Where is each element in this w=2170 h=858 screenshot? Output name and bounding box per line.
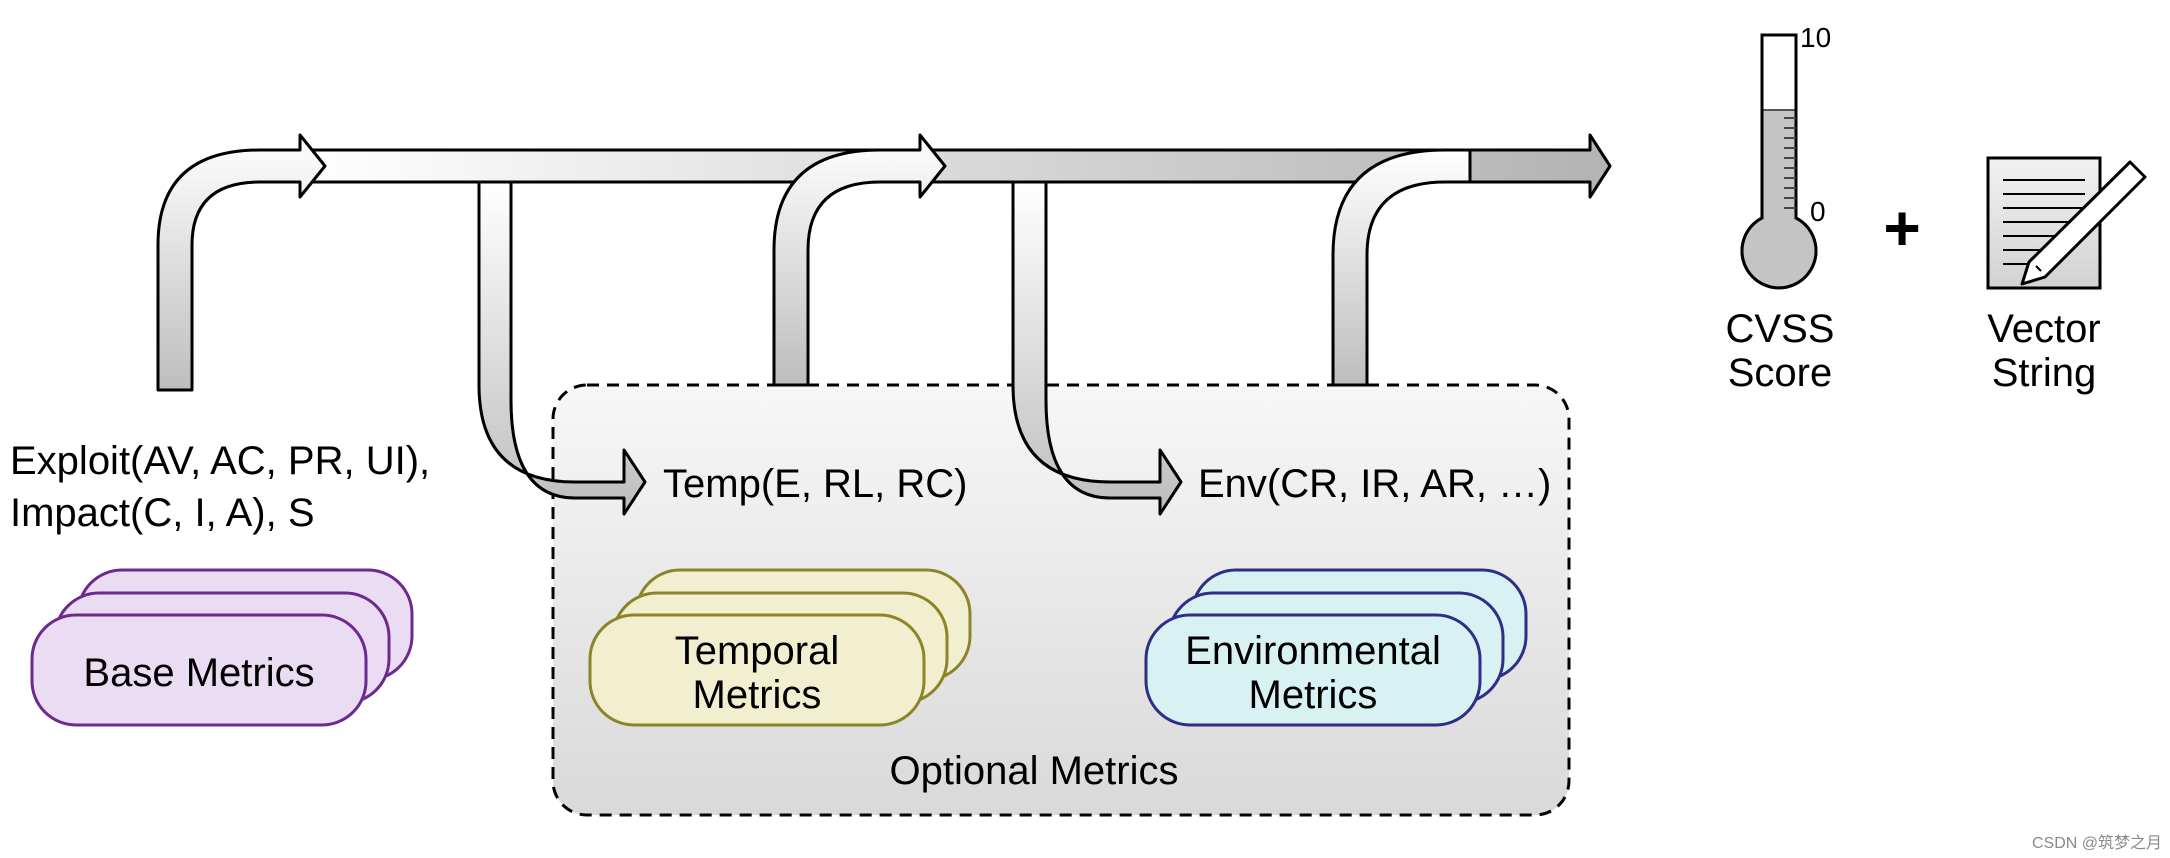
vector-string-label-line2: String [1992,351,2097,395]
temporal-metrics-stack: Temporal Metrics [588,568,972,727]
temporal-card-front [588,613,926,727]
base-metrics-stack: Base Metrics [30,568,414,727]
base-formula-line2: Impact(C, I, A), S [10,491,315,535]
base-card-front [30,613,368,727]
document-pen-icon [1986,156,2147,290]
main-pipeline-arrow [298,133,1612,199]
temporal-inlet-pipe [772,133,947,387]
cvss-score-label-line2: Score [1728,351,1833,395]
temporal-metrics-label-line2: Metrics [693,673,822,717]
base-formula-line1: Exploit(AV, AC, PR, UI), [10,439,430,483]
environmental-outlet-pipe [1011,180,1183,516]
thermometer-icon: 10 0 [1740,22,1831,290]
thermometer-min-label: 0 [1810,196,1826,227]
environmental-metrics-label-line2: Metrics [1249,673,1378,717]
watermark: CSDN @筑梦之月 [2032,834,2162,852]
environmental-inlet-pipe [1331,148,1472,387]
environmental-formula: Env(CR, IR, AR, …) [1198,462,1551,506]
temporal-formula: Temp(E, RL, RC) [663,462,968,506]
temporal-outlet-pipe [477,180,647,516]
environmental-metrics-label-line1: Environmental [1185,629,1441,673]
base-metrics-label: Base Metrics [83,651,314,695]
optional-metrics-label: Optional Metrics [890,749,1179,793]
temporal-metrics-label-line1: Temporal [675,629,840,673]
base-inlet-pipe [156,133,327,392]
environmental-metrics-stack: Environmental Metrics [1144,568,1528,727]
environmental-card-front [1144,613,1482,727]
vector-string-label-line1: Vector [1987,307,2100,351]
cvss-score-label-line1: CVSS [1726,307,1835,351]
thermometer-max-label: 10 [1800,22,1831,53]
plus-sign: + [1883,192,1920,264]
